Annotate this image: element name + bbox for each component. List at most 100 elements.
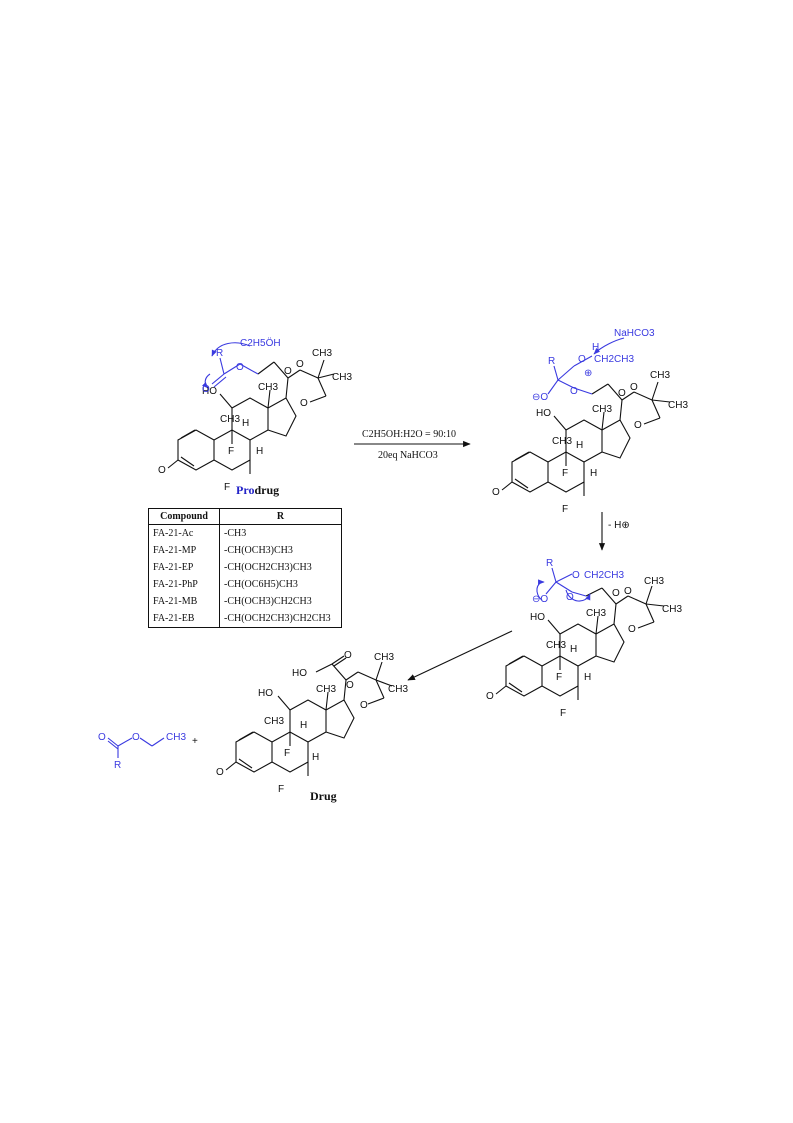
r-group-label: R [216,348,223,359]
c9-fluorine-label: F [556,672,562,683]
table-row: FA-21-EP -CH(OCH2CH3)CH3 [148,559,342,576]
c9-fluorine-label: F [228,446,234,457]
r-group-cell: -CH(OCH2CH3)CH2CH3 [219,610,342,628]
compound-cell: FA-21-EB [148,610,220,628]
c3-oxygen-label: O [216,767,224,778]
alkoxide-oxygen-label: ⊖O [532,594,548,605]
c11-hydroxyl-label: HO [258,688,273,699]
ethyl-label: CH2CH3 [584,570,624,581]
deprotonation-label: - H⊕ [608,520,630,531]
condition-base: 20eq NaHCO3 [378,450,438,461]
acetal-oxygen-label-2: O [634,420,642,431]
step1-arrow-group: C2H5OH:H2O = 90:10 20eq NaHCO3 [354,429,471,461]
drug-structure: O HO CH3 F H H CH3 F HO O O O CH3 CH3 Dr… [216,650,408,803]
acetal-methyl-label-a: CH3 [388,684,408,695]
acetal-oxygen-label-2: O [360,700,368,711]
ketone-oxygen-label: O [612,588,620,599]
oxonium-charge: ⊕ [584,368,592,379]
ethanol-label: C2H5ÖH [240,337,281,349]
c13-methyl-label: CH3 [592,404,612,415]
byproduct-methyl-label: CH3 [166,732,186,743]
step2-arrow-group: - H⊕ [598,512,630,551]
header-r: R [219,508,342,525]
byproduct-ester: O O CH3 R + [98,732,198,771]
c13-methyl-label: CH3 [258,382,278,393]
ketone-oxygen-label: O [618,388,626,399]
ester-oxygen-label: O [570,386,578,397]
c3-oxygen-label: O [492,487,500,498]
c13-methyl-label: CH3 [586,608,606,619]
c11-hydroxyl-label: HO [530,612,545,623]
header-compound: Compound [148,508,220,525]
ethyl-label: CH2CH3 [594,354,634,365]
byproduct-ester-oxygen-label: O [132,732,140,743]
acetal-methyl-label-a: CH3 [662,604,682,615]
c14-hydrogen-label: H [312,752,319,763]
acetal-methyl-label-a: CH3 [332,372,352,383]
acetal-oxygen-label-2: O [300,398,308,409]
acetal-methyl-label-b: CH3 [650,370,670,381]
c14-hydrogen-label: H [584,672,591,683]
table-row: FA-21-MP -CH(OCH3)CH3 [148,542,342,559]
intermediate1-structure: O HO CH3 F H H CH3 F O O O CH3 CH3 O ⊖O … [492,328,688,515]
ketone-oxygen-label: O [344,650,352,661]
r-group-cell: -CH(OCH2CH3)CH3 [219,559,342,576]
c8-hydrogen-label: H [570,644,577,655]
compound-cell: FA-21-PhP [148,576,220,593]
r-group-label: R [548,356,555,367]
condition-solvent: C2H5OH:H2O = 90:10 [362,429,456,440]
r-group-cell: -CH3 [219,524,342,542]
ethoxy-oxygen-label: O [572,570,580,581]
r-group-cell: -CH(OCH3)CH2CH3 [219,593,342,610]
alkoxide-oxygen-label: ⊖O [532,392,548,403]
c14-hydrogen-label: H [590,468,597,479]
c6-fluorine-label: F [278,784,284,795]
acetal-methyl-label-b: CH3 [374,652,394,663]
acetal-methyl-label-a: CH3 [668,400,688,411]
c6-fluorine-label: F [562,504,568,515]
table-row: FA-21-PhP -CH(OC6H5)CH3 [148,576,342,593]
c9-fluorine-label: F [562,468,568,479]
compound-cell: FA-21-EP [148,559,220,576]
c11-hydroxyl-label: HO [202,386,217,397]
byproduct-r-label: R [114,760,121,771]
bicarbonate-label: NaHCO3 [614,328,655,339]
table-row: FA-21-Ac -CH3 [148,524,342,542]
c13-methyl-label: CH3 [316,684,336,695]
c8-hydrogen-label: H [300,720,307,731]
c10-methyl-label: CH3 [264,716,284,727]
r-group-cell: -CH(OCH3)CH3 [219,542,342,559]
carbonyl-oxygen-label: O [202,384,210,395]
oxonium-oxygen-label: O [578,354,586,365]
c8-hydrogen-label: H [242,418,249,429]
acetal-oxygen-label-1: O [346,680,354,691]
c21-hydroxyl-label: HO [292,668,307,679]
compound-cell: FA-21-Ac [148,524,220,542]
table-header-row: Compound R [148,508,342,525]
table-row: FA-21-MB -CH(OCH3)CH2CH3 [148,593,342,610]
c9-fluorine-label: F [284,748,290,759]
ester-oxygen-label: O [236,362,244,373]
c14-hydrogen-label: H [256,446,263,457]
acetal-oxygen-label-2: O [628,624,636,635]
acetal-oxygen-label-1: O [624,586,632,597]
c3-oxygen-label: O [486,691,494,702]
acetal-oxygen-label-1: O [296,359,304,370]
oxonium-hydrogen-label: H [592,342,599,353]
c10-methyl-label: CH3 [220,414,240,425]
acetal-methyl-label-b: CH3 [312,348,332,359]
c6-fluorine-label: F [224,482,230,493]
table-row: FA-21-EB -CH(OCH2CH3)CH2CH3 [148,610,342,628]
byproduct-carbonyl-oxygen-label: O [98,732,106,743]
r-group-cell: -CH(OC6H5)CH3 [219,576,342,593]
c11-hydroxyl-label: HO [536,408,551,419]
acetal-oxygen-label-1: O [630,382,638,393]
r-group-table: Compound R FA-21-Ac -CH3 FA-21-MP -CH(OC… [148,508,342,628]
prodrug-structure: O HO CH3 F H H CH3 F O O O CH3 CH3 O O R… [158,337,352,497]
c10-methyl-label: CH3 [546,640,566,651]
ester-oxygen-label: O [566,592,574,603]
c10-methyl-label: CH3 [552,436,572,447]
ketone-oxygen-label: O [284,366,292,377]
c3-oxygen-label: O [158,465,166,476]
